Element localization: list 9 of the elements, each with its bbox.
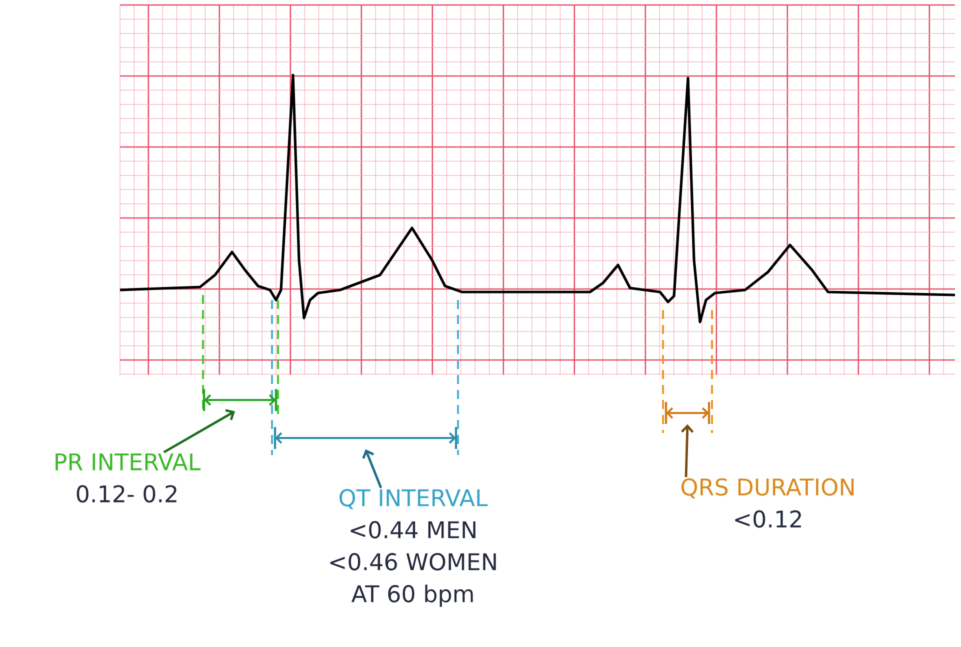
interval-arrow — [274, 427, 458, 449]
interval-label: QT INTERVAL <0.44 MEN <0.46 WOMEN AT 60 bpm — [330, 489, 496, 607]
leader-arrow — [680, 424, 694, 478]
interval-label: QRS DURATION <0.12 — [681, 478, 854, 528]
interval-arrow — [664, 402, 710, 424]
leader-arrow — [362, 449, 382, 488]
interval-label: PR INTERVAL 0.12- 0.2 — [56, 453, 201, 503]
leader-arrow — [163, 409, 235, 454]
interval-arrow — [202, 389, 278, 411]
